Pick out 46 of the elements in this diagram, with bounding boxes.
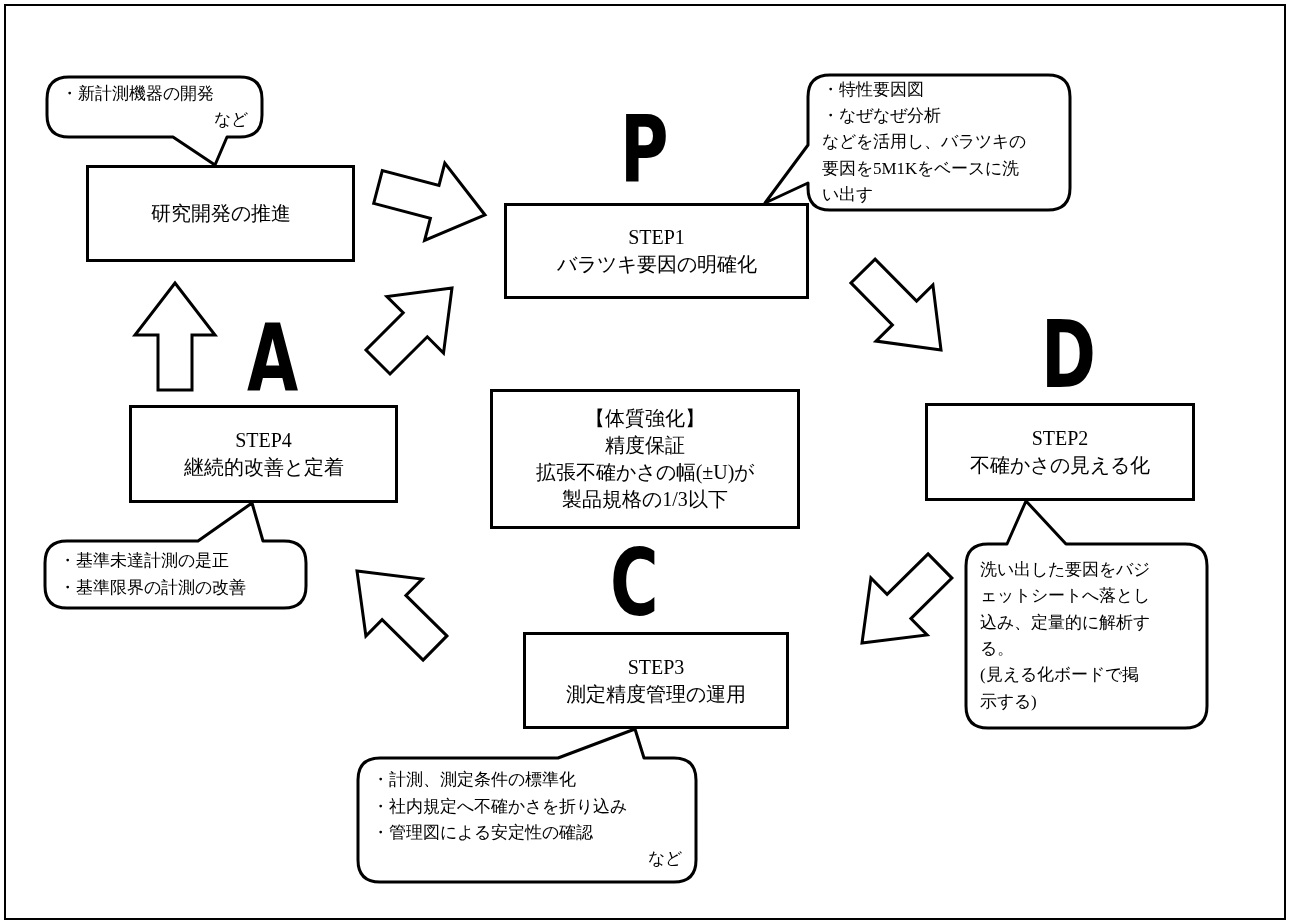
box-text: 拡張不確かさの幅(±U)が製品規格の1/3以下 (534, 460, 756, 512)
phase-letter: C (610, 538, 659, 630)
note-text: ・社内規定へ不確かさを折り込み (372, 795, 628, 818)
box-text: 不確かさの見える化 (970, 453, 1150, 478)
block-arrow (860, 551, 954, 645)
process-box (129, 405, 398, 503)
box-text: バラツキ要因の明確化 (556, 252, 757, 277)
process-box (523, 632, 789, 729)
note-text: など (647, 848, 682, 871)
speech-bubble (966, 501, 1207, 728)
note-text: など (213, 109, 248, 131)
box-text: 継続的改善と定着 (183, 455, 344, 480)
note-text: ・基準限界の計測の改善 (59, 576, 247, 599)
block-arrow (848, 257, 943, 352)
note-text: (見える化ボードで掲示する) (980, 664, 1140, 713)
speech-bubble (47, 77, 262, 165)
block-arrow (131, 280, 219, 392)
process-box (86, 165, 355, 262)
note-text: ・新計測機器の開発 (61, 82, 215, 105)
box-text: STEP1 (628, 225, 685, 250)
process-box (504, 203, 809, 299)
note-text: ・特性要因図 (822, 78, 925, 101)
box-text: 【体質強化】 (585, 406, 705, 431)
note-text: などを活用し、バラツキの要因を5M1Kをベースに洗い出す (822, 131, 1027, 206)
note-text: ・基準未達計測の是正 (59, 550, 230, 573)
process-box (490, 389, 800, 529)
speech-bubble (45, 503, 306, 608)
note-text: ・なぜなぜ分析 (822, 105, 942, 127)
note-text: ・管理図による安定性の確認 (372, 822, 594, 844)
speech-bubble (765, 75, 1070, 210)
block-arrow (363, 286, 454, 377)
block-arrow (355, 569, 449, 663)
phase-letter: A (247, 313, 299, 405)
box-text: STEP3 (627, 654, 685, 680)
note-text: ・計測、測定条件の標準化 (372, 769, 577, 792)
box-text: 測定精度管理の運用 (566, 681, 746, 707)
process-box (925, 403, 1195, 501)
note-text: 洗い出した要因をバジェットシートへ落とし込み、定量的に解析する。 (980, 558, 1150, 660)
box-text: STEP2 (1031, 426, 1089, 451)
box-text: STEP4 (235, 428, 292, 453)
phase-letter: P (620, 104, 669, 196)
speech-bubble (358, 729, 696, 882)
box-text: 精度保証 (605, 433, 685, 458)
phase-letter: D (1041, 310, 1096, 402)
block-arrow (371, 159, 488, 244)
box-text: 研究開発の推進 (150, 201, 291, 226)
